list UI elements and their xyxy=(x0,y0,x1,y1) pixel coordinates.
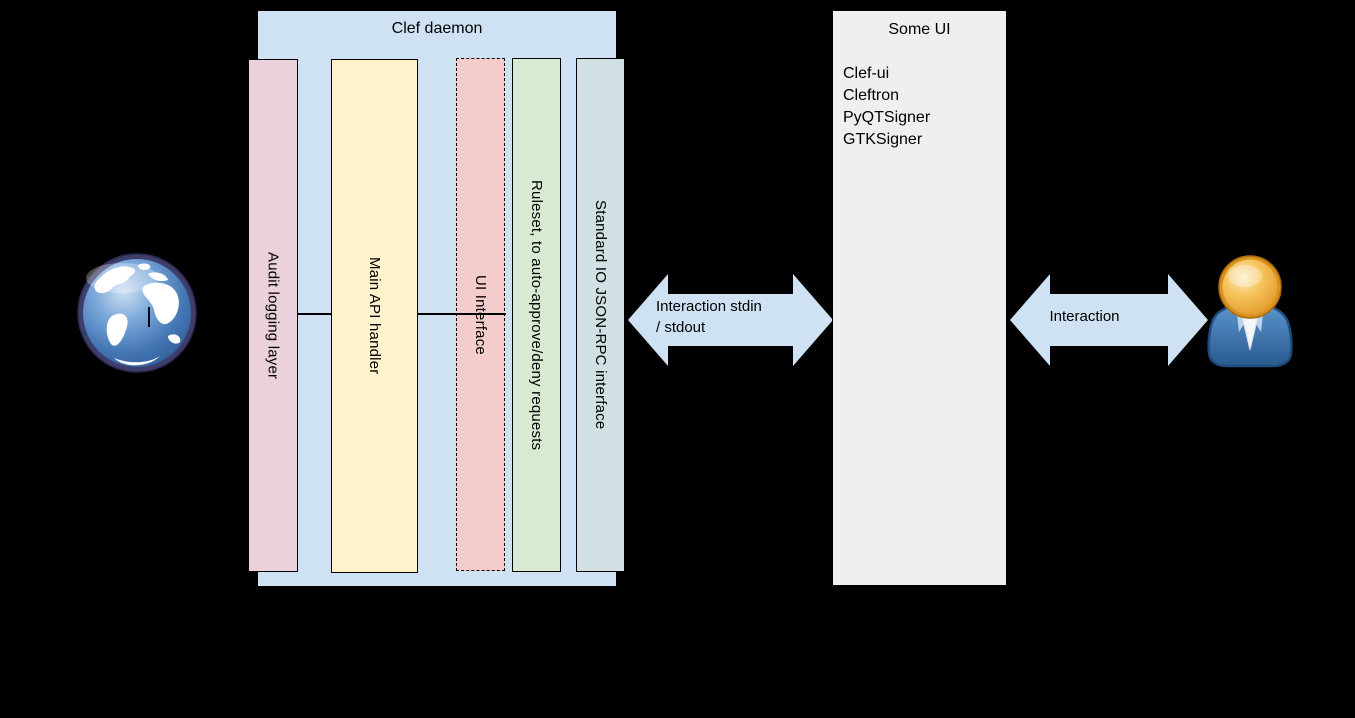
stdio-interaction-line2: / stdout xyxy=(656,319,706,336)
connector-audit-to-api xyxy=(298,313,331,315)
some-ui-list: Clef-ui Cleftron PyQTSigner GTKSigner xyxy=(843,63,930,151)
user-interaction-arrow-label: Interaction xyxy=(1049,308,1120,325)
user-interaction-arrow xyxy=(1010,274,1208,366)
clef-daemon-title: Clef daemon xyxy=(391,20,483,37)
stdio-interaction-arrow xyxy=(628,274,833,366)
layer-main-api-handler-label: Main API handler xyxy=(366,257,383,375)
layer-ruleset: Ruleset, to auto-approve/deny requests xyxy=(512,58,561,572)
stdio-interaction-line1: Interaction stdin xyxy=(656,298,762,315)
clef-daemon-container xyxy=(257,10,617,587)
some-ui-title: Some UI xyxy=(888,21,951,38)
layer-stdio-jsonrpc-label: Standard IO JSON-RPC interface xyxy=(592,200,609,430)
some-ui-item-gtksigner: GTKSigner xyxy=(843,131,923,148)
globe-icon xyxy=(77,253,197,373)
some-ui-box: Some UI Clef-ui Cleftron PyQTSigner GTKS… xyxy=(832,10,1007,586)
stdio-interaction-arrow-label: Interaction stdin / stdout xyxy=(656,296,762,338)
layer-audit-logging-label: Audit logging layer xyxy=(264,251,282,380)
connector-api-to-ui xyxy=(418,313,506,315)
user-icon xyxy=(1207,255,1293,368)
layer-stdio-jsonrpc: Standard IO JSON-RPC interface xyxy=(576,58,625,572)
some-ui-item-clef-ui: Clef-ui xyxy=(843,65,890,82)
some-ui-item-pyqtsigner: PyQTSigner xyxy=(843,109,931,126)
layer-ruleset-label: Ruleset, to auto-approve/deny requests xyxy=(528,179,545,451)
layer-audit-logging: Audit logging layer xyxy=(248,59,298,572)
globe-connector-tick xyxy=(148,307,150,327)
some-ui-item-cleftron: Cleftron xyxy=(843,87,900,104)
layer-main-api-handler: Main API handler xyxy=(331,59,418,573)
